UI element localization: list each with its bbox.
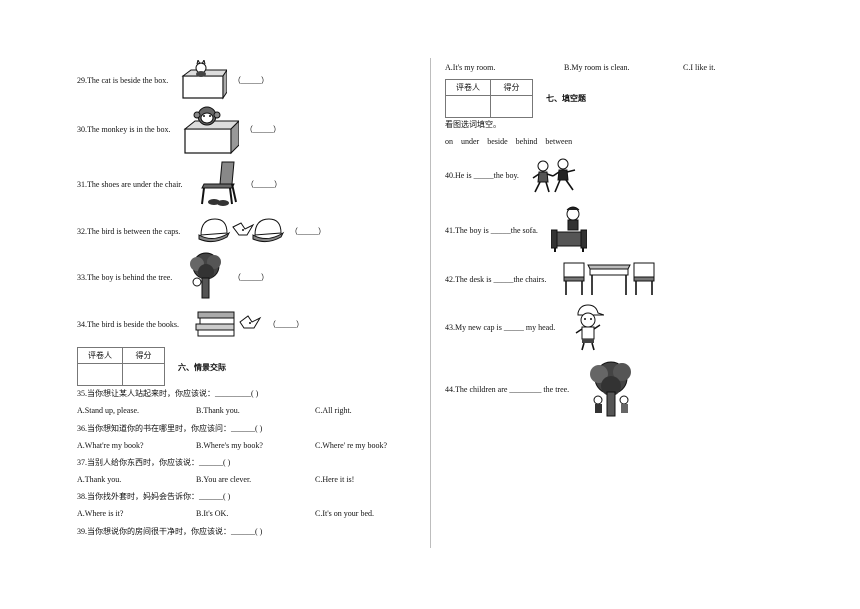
option-36-a[interactable]: A.What're my book? [77, 441, 144, 450]
option-38-b[interactable]: B.It's OK. [196, 509, 229, 518]
chair-shoes-icon [198, 160, 240, 206]
question-37: 37.当别人给你东西时，你应该说：______( ) [77, 458, 231, 467]
option-37-a[interactable]: A.Thank you. [77, 475, 122, 484]
score-label: 得分 [490, 79, 533, 96]
question-43: 43.My new cap is _____ my head. [445, 323, 556, 332]
option-35-c[interactable]: C.All right. [315, 406, 352, 415]
option-39-b[interactable]: B.My room is clean. [564, 63, 630, 72]
monkey-box-icon [183, 103, 239, 155]
score-label: 得分 [122, 347, 165, 364]
instruction: 看图选词填空。 [445, 120, 501, 129]
reviewer-cell[interactable] [77, 363, 123, 386]
option-39-a[interactable]: A.It's my room. [445, 63, 496, 72]
option-38-a[interactable]: A.Where is it? [77, 509, 124, 518]
books-bird-icon [194, 308, 264, 338]
tree-boy-icon [186, 252, 226, 300]
question-38: 38.当你找外套时，妈妈会告诉你：______( ) [77, 492, 231, 501]
caps-bird-icon [197, 213, 285, 245]
column-divider [430, 58, 431, 548]
desk-between-chairs-icon [562, 261, 658, 297]
question-41: 41.The boy is _____the sofa. [445, 226, 538, 235]
reviewer-cell[interactable] [445, 95, 491, 118]
question-29: 29.The cat is beside the box. [77, 76, 169, 85]
question-40: 40.He is _____the boy. [445, 171, 519, 180]
score-table-right: 评卷人 得分 [445, 79, 533, 118]
question-34: 34.The bird is beside the books. [77, 320, 179, 329]
option-36-b[interactable]: B.Where's my book? [196, 441, 263, 450]
section-7-title: 七、填空题 [546, 94, 586, 103]
option-37-c[interactable]: C.Here it is! [315, 475, 355, 484]
question-35: 35.当你想让某人站起来时，你应该说：_________( ) [77, 389, 259, 398]
answer-blank-34[interactable]: （_____） [268, 320, 304, 329]
children-tree-icon [586, 360, 636, 418]
question-39: 39.当你想说你的房间很干净时，你应该说：______( ) [77, 527, 263, 536]
answer-blank-29[interactable]: （_____） [233, 76, 269, 85]
question-31: 31.The shoes are under the chair. [77, 180, 183, 189]
question-42: 42.The desk is _____the chairs. [445, 275, 547, 284]
answer-blank-33[interactable]: （_____） [233, 273, 269, 282]
question-44: 44.The children are ________ the tree. [445, 385, 570, 394]
two-boys-running-icon [531, 158, 577, 196]
question-32: 32.The bird is between the caps. [77, 227, 181, 236]
answer-blank-30[interactable]: （_____） [245, 125, 281, 134]
cat-box-icon [181, 60, 227, 100]
answer-blank-32[interactable]: （_____） [290, 227, 326, 236]
word-bank: on under beside behind between [445, 137, 573, 146]
option-35-a[interactable]: A.Stand up, please. [77, 406, 139, 415]
option-39-c[interactable]: C.I like it. [683, 63, 716, 72]
option-37-b[interactable]: B.You are clever. [196, 475, 252, 484]
question-36: 36.当你想知道你的书在哪里时，你应该问：______( ) [77, 424, 263, 433]
option-35-b[interactable]: B.Thank you. [196, 406, 240, 415]
question-30: 30.The monkey is in the box. [77, 125, 171, 134]
answer-blank-31[interactable]: （_____） [246, 180, 282, 189]
option-36-c[interactable]: C.Where' re my book? [315, 441, 388, 450]
score-cell[interactable] [490, 95, 533, 118]
question-33: 33.The boy is behind the tree. [77, 273, 173, 282]
section-6-title: 六、情景交际 [178, 363, 226, 372]
boy-cap-icon [572, 303, 604, 351]
option-38-c[interactable]: C.It's on your bed. [315, 509, 374, 518]
score-cell[interactable] [122, 363, 165, 386]
reviewer-label: 评卷人 [445, 79, 491, 96]
score-table-left: 评卷人 得分 [77, 347, 165, 386]
boy-sofa-icon [551, 206, 587, 252]
reviewer-label: 评卷人 [77, 347, 123, 364]
